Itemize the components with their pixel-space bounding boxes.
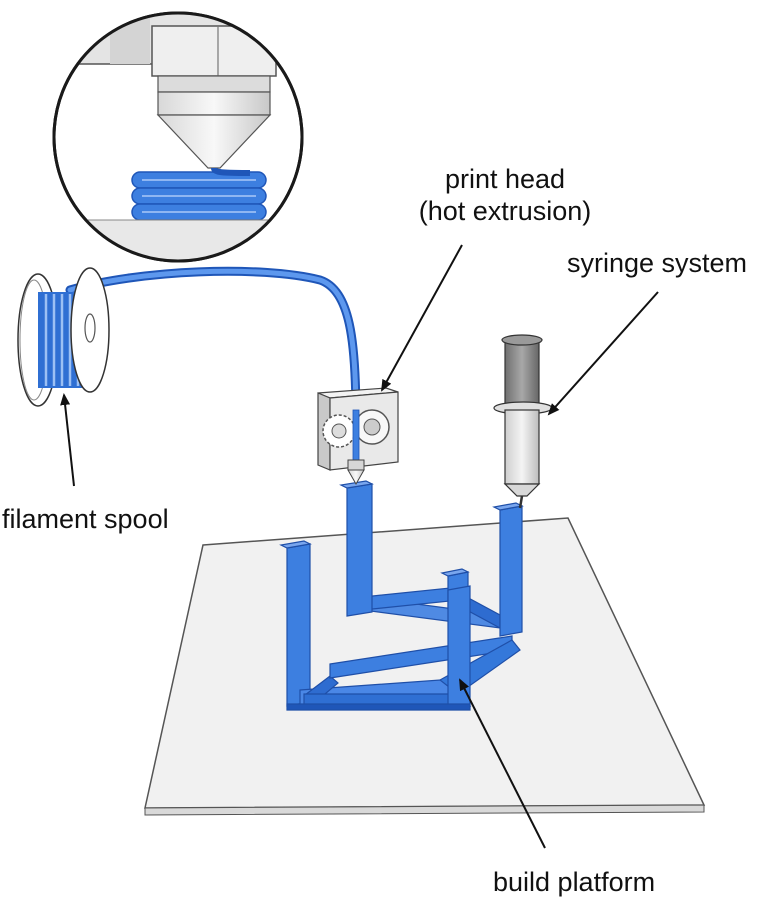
filament-spool-label: filament spool xyxy=(2,504,169,534)
print-head-arrow xyxy=(381,244,463,392)
print-head-label-line1: print head xyxy=(444,164,566,194)
build-platform-arrow xyxy=(459,678,546,849)
filament-tube xyxy=(65,266,361,425)
nozzle-detail-icon xyxy=(52,11,304,263)
syringe-system-label: syringe system xyxy=(567,248,748,278)
printed-frame-icon xyxy=(279,480,524,711)
filament-spool-arrow xyxy=(60,393,75,487)
print-head-label: print head (hot extrusion) xyxy=(380,163,630,227)
syringe-arrow xyxy=(547,291,659,416)
build-platform-icon xyxy=(144,517,706,816)
print-head-label-line2: (hot extrusion) xyxy=(418,196,592,226)
print-head-icon xyxy=(317,387,399,486)
filament-spool-icon xyxy=(17,267,110,407)
syringe-icon xyxy=(493,334,553,509)
build-platform-label: build platform xyxy=(493,867,656,897)
